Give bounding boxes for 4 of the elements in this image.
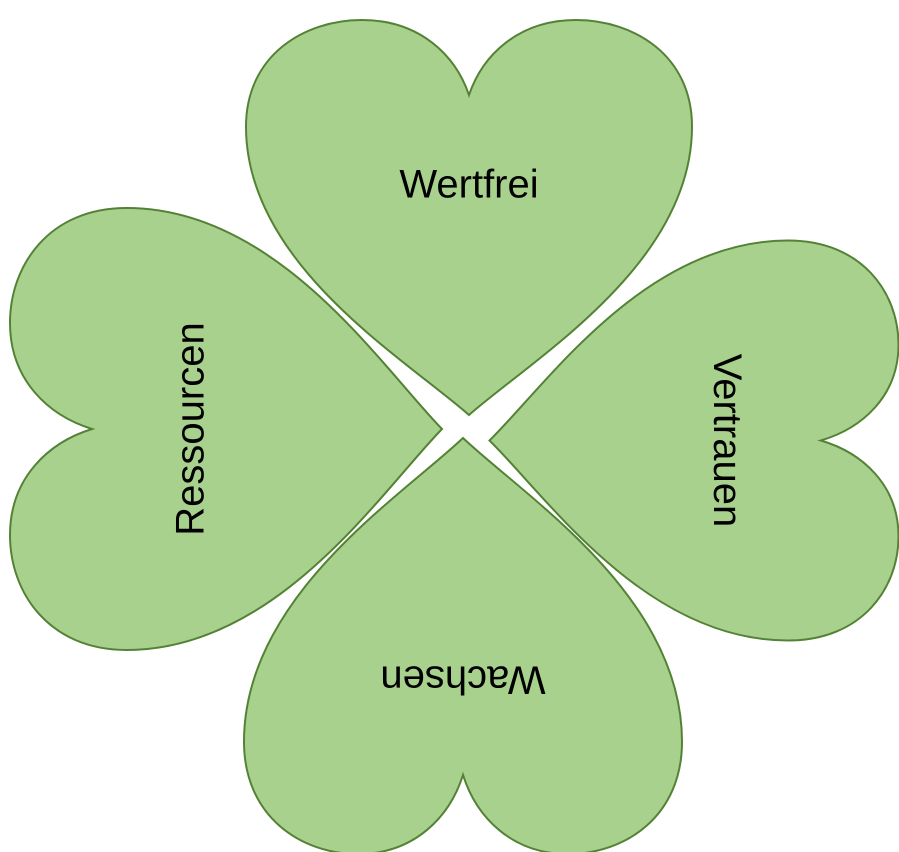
leaf-label: Vertrauen <box>704 353 750 527</box>
leaf-label: Wachsen <box>380 656 546 702</box>
leaf-label: Wertfrei <box>399 162 539 208</box>
leaf-label: Ressourcen <box>168 322 214 536</box>
